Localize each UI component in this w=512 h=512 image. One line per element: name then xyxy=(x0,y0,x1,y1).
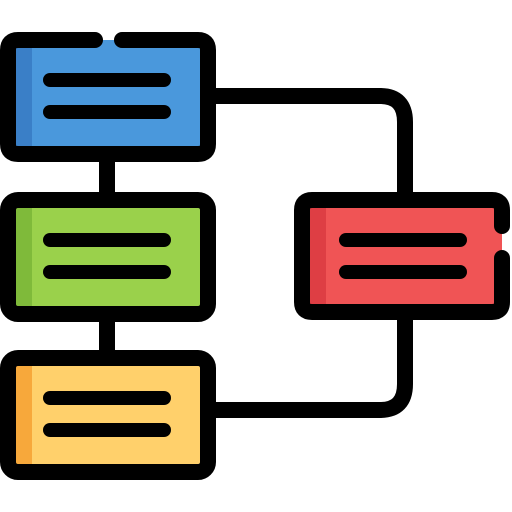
orange-node-outline xyxy=(0,350,216,480)
green-node xyxy=(0,192,216,322)
blue-node-text-lines xyxy=(43,73,171,119)
connector-red-orange xyxy=(204,306,413,418)
red-node-text-lines xyxy=(339,233,467,279)
blue-node-body xyxy=(8,40,208,154)
orange-node-body xyxy=(8,358,208,472)
blue-node xyxy=(0,32,216,162)
connector-blue-red xyxy=(204,88,413,206)
blue-node-outline xyxy=(0,32,216,162)
green-node-body xyxy=(8,200,208,314)
green-node-text-lines xyxy=(43,233,171,279)
green-node-outline xyxy=(0,192,216,322)
orange-node-text-lines xyxy=(43,391,171,437)
orange-node xyxy=(0,350,216,480)
red-node xyxy=(294,192,510,320)
red-node-outline xyxy=(294,192,510,320)
red-node-body xyxy=(302,200,502,312)
